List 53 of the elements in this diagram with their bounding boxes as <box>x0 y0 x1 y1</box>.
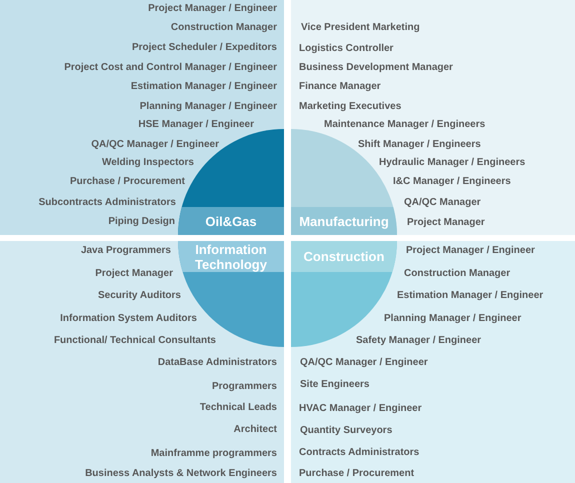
job-title: Estimation Manager / Engineer <box>397 289 544 303</box>
job-title: Project Manager <box>95 267 173 281</box>
quadrant-panel <box>0 241 284 483</box>
job-title: HVAC Manager / Engineer <box>299 402 422 416</box>
job-title: HSE Manager / Engineer <box>138 118 254 132</box>
job-title: Piping Design <box>108 215 175 229</box>
sector-label: Construction <box>304 249 384 264</box>
job-title: Security Auditors <box>98 289 181 303</box>
job-title: QA/QC Manager <box>404 196 481 210</box>
quadrant-panel <box>291 0 575 235</box>
job-title: Construction Manager <box>404 267 510 281</box>
job-title: Purchase / Procurement <box>70 175 185 189</box>
job-title: Quantity Surveyors <box>300 424 392 438</box>
job-title: Project Manager / Engineer <box>148 2 277 16</box>
job-title: QA/QC Manager / Engineer <box>300 356 428 370</box>
job-title: Project Manager <box>407 216 485 230</box>
job-title: Safety Manager / Engineer <box>356 334 482 348</box>
job-title: Construction Manager <box>170 21 277 35</box>
job-title: Planning Manager / Engineer <box>140 100 277 114</box>
job-title: I&C Manager / Engineers <box>393 175 511 189</box>
job-title: Hydraulic Manager / Engineers <box>379 156 526 170</box>
job-title: Architect <box>234 423 277 437</box>
sector-label: Oil&Gas <box>205 214 257 228</box>
job-title: Finance Manager <box>299 80 381 94</box>
sector-label: Manufacturing <box>299 214 389 228</box>
job-title: Shift Manager / Engineers <box>358 138 481 152</box>
job-title: Planning Manager / Engineer <box>384 312 522 326</box>
job-title: Project Cost and Control Manager / Engineer <box>64 61 277 75</box>
quadrant-panel <box>291 241 575 483</box>
sector-label: Information Technology <box>194 242 268 272</box>
job-title: Functional/ Technical Consultants <box>54 334 216 348</box>
job-title: Business Development Manager <box>299 61 453 75</box>
job-title: Information System Auditors <box>60 312 197 326</box>
job-title: Project Manager / Engineer <box>406 244 535 258</box>
job-title: Mainframme programmers <box>150 447 277 461</box>
job-title: Java Programmers <box>80 244 171 258</box>
job-title: Marketing Executives <box>299 100 402 114</box>
job-title: Maintenance Manager / Engineers <box>324 118 486 132</box>
job-title: Project Scheduler / Expeditors <box>132 41 277 55</box>
quadrant-panel <box>0 0 284 235</box>
job-title: Business Analysts & Network Engineers <box>85 467 277 481</box>
job-title: Estimation Manager / Engineer <box>130 80 277 94</box>
job-title: Site Engineers <box>300 378 370 392</box>
job-title: Programmers <box>212 380 277 394</box>
job-title: QA/QC Manager / Engineer <box>91 138 219 152</box>
job-title: Vice President Marketing <box>301 21 420 35</box>
job-title: Welding Inspectors <box>102 156 194 170</box>
job-title: Logistics Controller <box>299 42 394 56</box>
job-title: Technical Leads <box>200 401 277 415</box>
job-title: Purchase / Procurement <box>299 467 414 481</box>
job-title: Subcontracts Administrators <box>38 196 176 210</box>
job-title: Contracts Administrators <box>299 446 420 460</box>
job-title: DataBase Administrators <box>158 356 277 370</box>
